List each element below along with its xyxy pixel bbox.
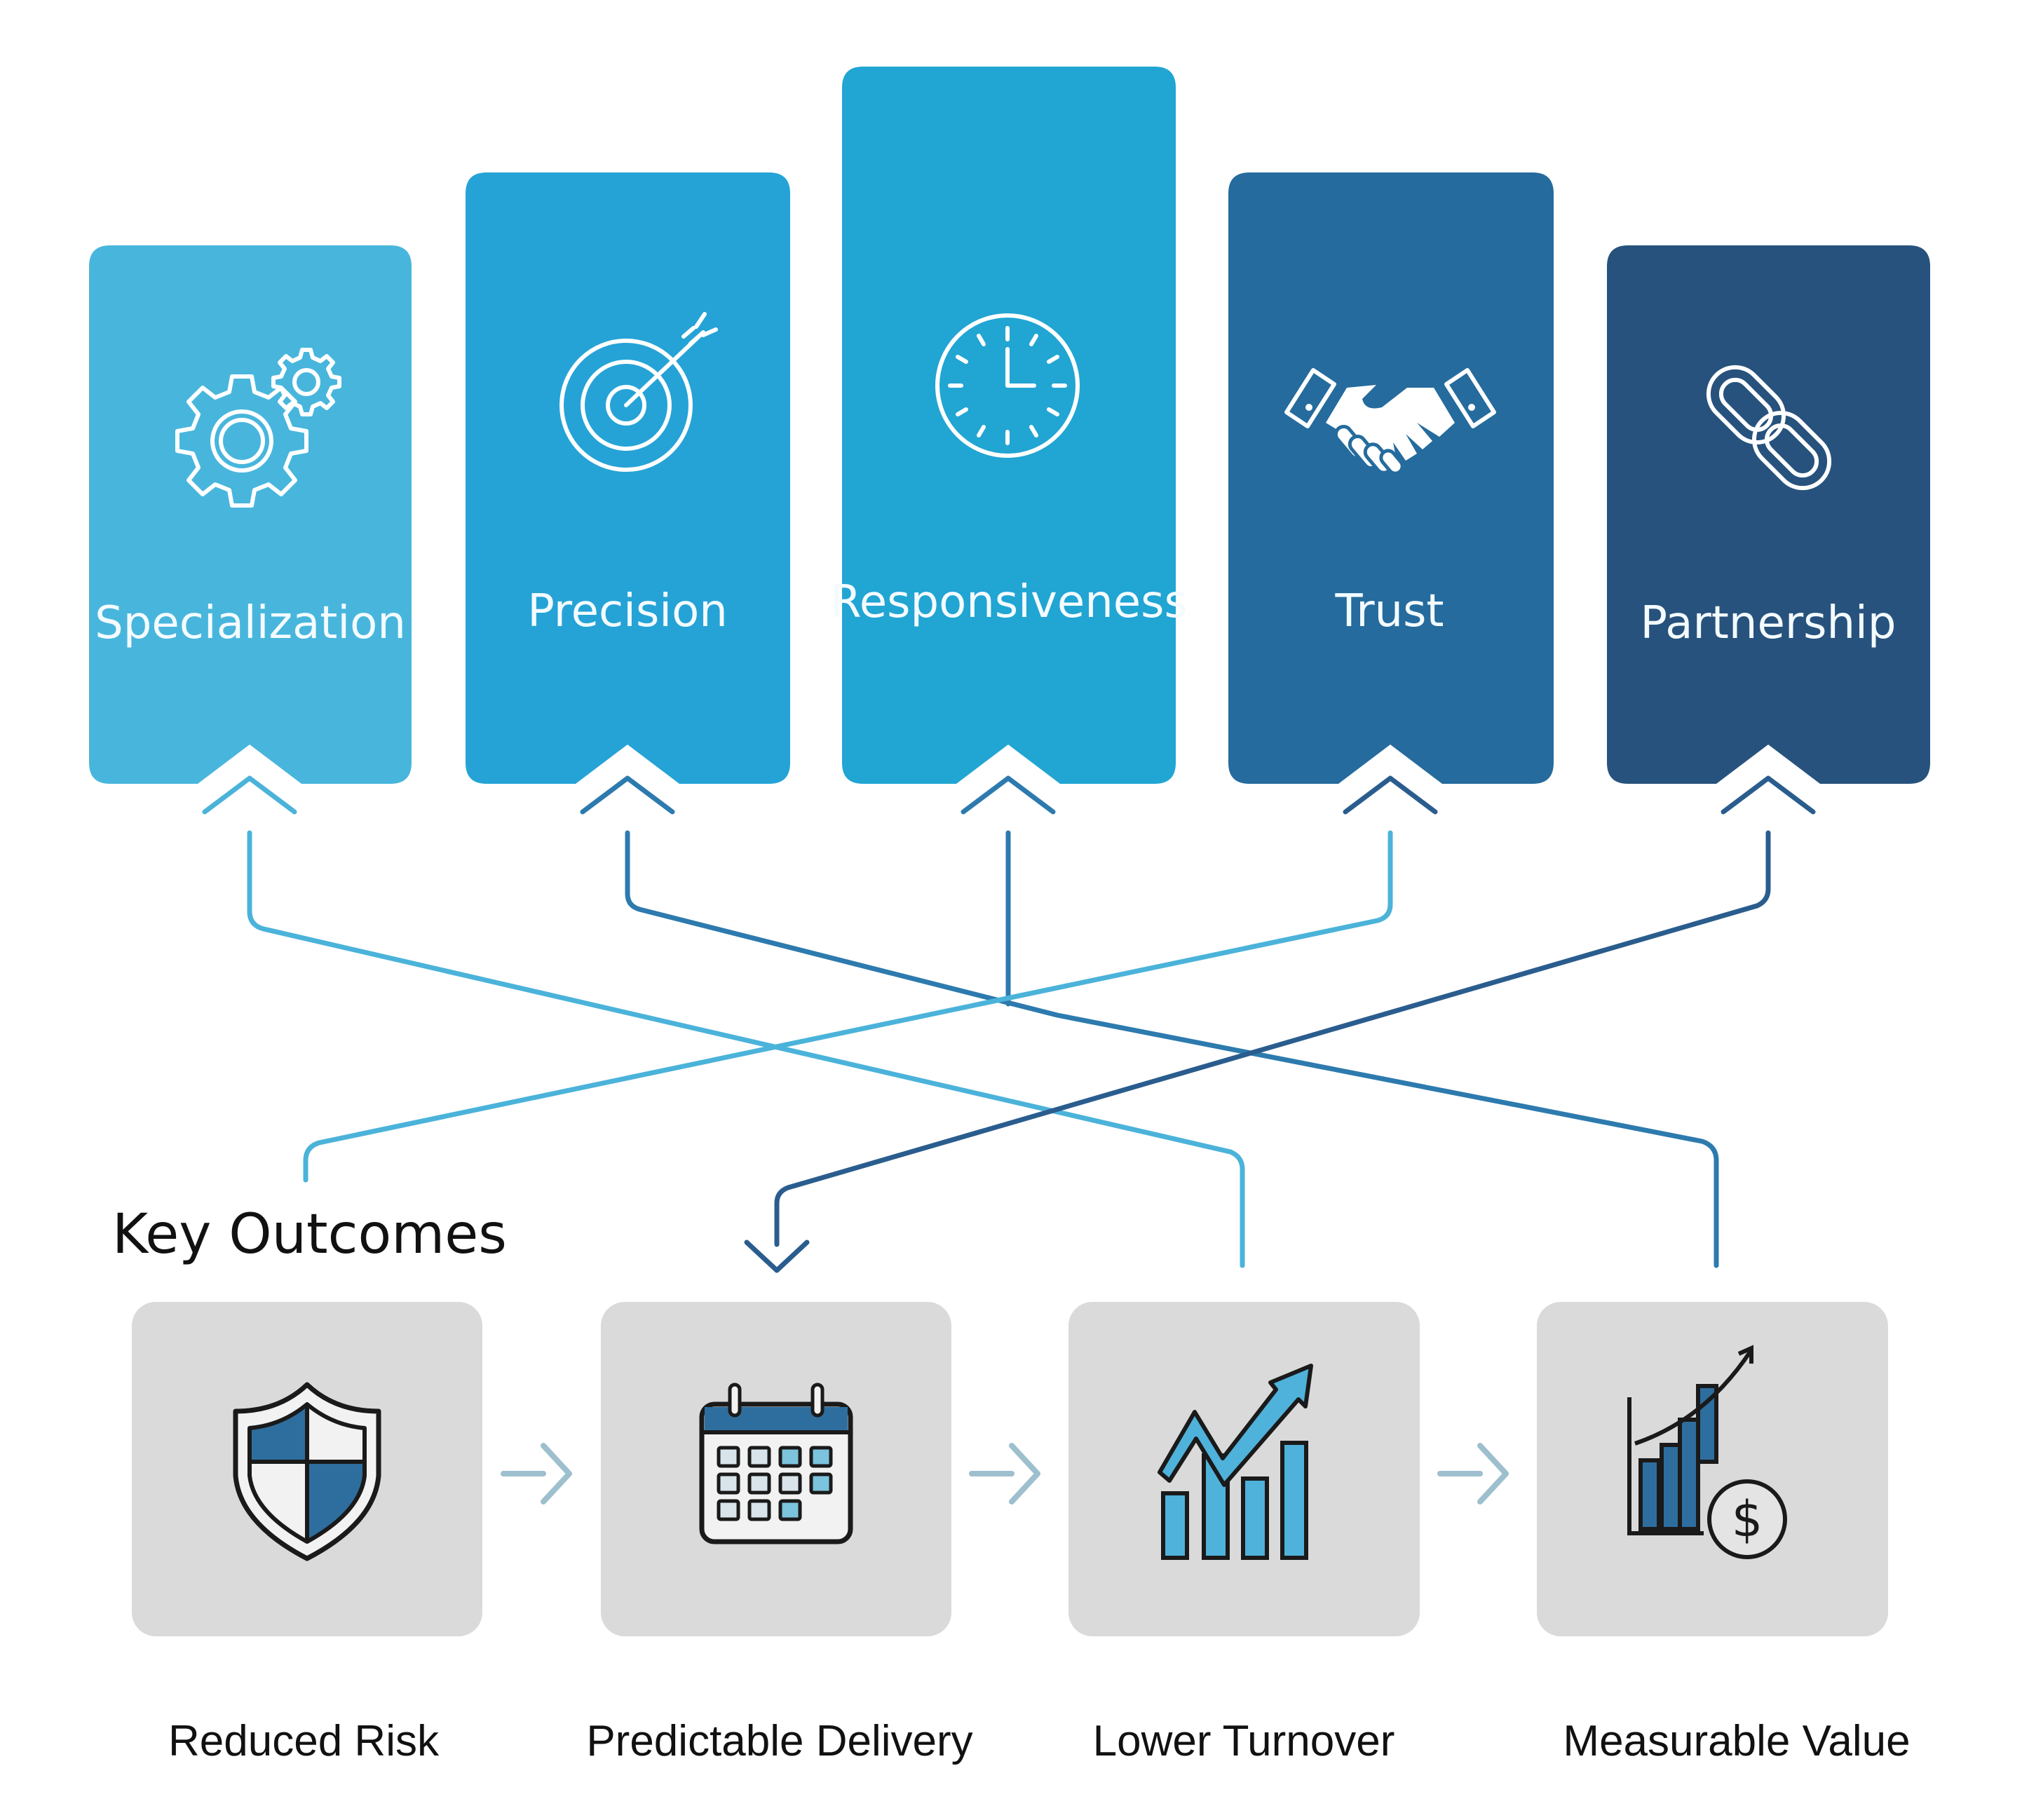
pillar-card-precision: Precision — [466, 172, 790, 784]
outcome-label: Reduced Risk — [168, 1717, 440, 1765]
pillar-card-bg — [842, 67, 1176, 784]
chain-link-icon — [1706, 365, 1832, 491]
connector-precision-to-measurable-value — [625, 830, 1719, 1268]
chevron-up-icon — [580, 775, 675, 815]
pillar-label: Partnership — [1641, 597, 1897, 649]
pillar-label: Precision — [527, 585, 728, 637]
chevron-up-icon — [1721, 775, 1816, 815]
arrow-right-icon — [501, 1443, 572, 1505]
pillar-card-bg — [466, 172, 790, 784]
chevron-up-icon — [202, 775, 297, 815]
target-arrow-icon — [559, 312, 718, 472]
section-title: Key Outcomes — [112, 1203, 507, 1266]
arrow-right-icon — [969, 1443, 1040, 1505]
outcome-label: Lower Turnover — [1093, 1717, 1395, 1765]
pillar-card-specialization: Specialization — [89, 245, 412, 784]
handshake-icon — [1284, 368, 1496, 475]
connector-partnership-to-predictable-delivery — [774, 830, 1771, 1247]
pillar-card-bg — [1607, 245, 1930, 784]
shield-icon — [233, 1382, 381, 1561]
pillar-card-bg — [1228, 172, 1554, 784]
outcome-card-measurable-value — [1537, 1302, 1888, 1636]
pillar-label: Specialization — [95, 597, 406, 649]
connector-trust-to-reduced-risk — [303, 830, 1393, 1183]
pillar-card-trust: Trust — [1228, 172, 1554, 784]
gears-icon — [175, 348, 341, 508]
chevron-down-icon — [744, 1240, 810, 1273]
revenue-chart-icon: $ — [1627, 1345, 1787, 1559]
arrow-right-icon — [1437, 1443, 1509, 1505]
pillar-card-bg — [89, 245, 412, 784]
pillar-label: Responsiveness — [830, 576, 1188, 628]
outcome-label: Measurable Value — [1563, 1717, 1910, 1765]
calendar-icon — [699, 1383, 853, 1544]
connector-specialization-to-lower-turnover — [247, 830, 1245, 1268]
chevron-up-icon — [961, 775, 1056, 815]
chevron-up-icon — [1343, 775, 1438, 815]
pillar-card-responsiveness: Responsiveness — [830, 67, 1188, 784]
growth-chart-icon — [1158, 1364, 1313, 1560]
pillar-label: Trust — [1335, 585, 1444, 637]
outcome-label: Predictable Delivery — [586, 1717, 972, 1765]
clock-icon — [935, 313, 1080, 458]
svg-text:$: $ — [1732, 1490, 1763, 1548]
outcome-card-lower-turnover — [1068, 1302, 1420, 1636]
pillar-card-partnership: Partnership — [1607, 245, 1930, 784]
